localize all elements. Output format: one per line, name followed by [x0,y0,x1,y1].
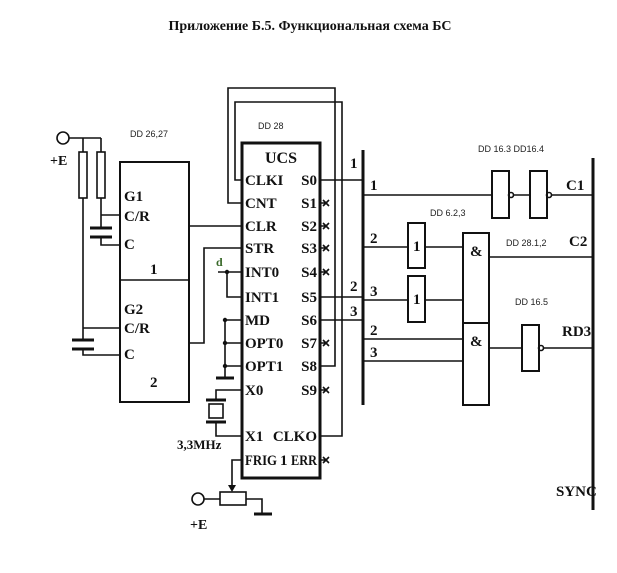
g1-num: 1 [150,262,158,278]
output-sync: SYNC [556,484,597,500]
capacitor-2 [72,338,94,351]
supply-label-2: +E [190,518,207,533]
ucs-left-pin: CLKI [245,173,284,189]
output-c2: C2 [569,234,587,250]
crystal-icon [206,398,226,424]
ucs-left-pin: X1 [245,429,263,445]
crystal-freq: 3,3MHz [177,437,222,452]
bus-label: 3 [350,304,358,320]
or-gate-1 [407,222,426,269]
frig-num: 1 [280,453,288,469]
no-connect-icon [320,199,330,207]
ucs-ref: DD 28 [258,121,284,131]
bus-label: 2 [370,231,378,247]
ucs-left-pin: INT0 [245,265,279,281]
supply-label: +E [50,154,67,169]
and-gate-1 [462,232,490,324]
resistor-2 [96,151,106,199]
ucs-right-pin: CLKO [273,429,317,445]
not-gate-3 [521,324,540,372]
not-gate-ref: DD 16.3 DD16.4 [478,144,544,154]
no-connect-icon [320,386,330,394]
resistor-1 [78,151,88,199]
bus-label: 2 [350,279,358,295]
marker-d: d [216,255,223,269]
and-symbol: & [470,244,483,260]
and-symbol: & [470,334,483,350]
ucs-box [240,141,322,480]
not-gate-2 [529,170,548,219]
and-gate-2 [462,322,490,406]
g2-num: 2 [150,375,158,391]
ucs-left-pin: OPT0 [245,336,283,352]
not-gate-3-ref: DD 16.5 [515,297,548,307]
ucs-left-pin: MD [245,313,270,329]
ucs-name: UCS [265,150,297,167]
ucs-left-pin: INT1 [245,290,279,306]
or-gate-2 [407,275,426,323]
bus-label: 1 [370,178,378,194]
ucs-right-pin: S0 [301,173,317,189]
ucs-right-pin: S4 [301,265,317,281]
output-c1: C1 [566,178,584,194]
ucs-left-pin: X0 [245,383,263,399]
ucs-right-pin: ERR [291,453,317,469]
gen-ref: DD 26,27 [130,129,168,139]
no-connect-icon [320,339,330,347]
gen-box [119,161,190,403]
potentiometer-icon [219,491,247,506]
g2-label: G2 [124,302,143,318]
ucs-left-pin: OPT1 [245,359,283,375]
or-symbol: 1 [413,292,421,308]
no-connect-icon [320,222,330,230]
ucs-right-pin: S5 [301,290,317,306]
capacitor-1 [90,226,112,239]
ucs-right-pin: S9 [301,383,317,399]
g1-c: C [124,237,135,253]
ucs-right-pin: S8 [301,359,317,375]
g2-cr: C/R [124,321,150,337]
or-gate-ref: DD 6.2,3 [430,208,466,218]
g1-cr: C/R [124,209,150,225]
bus-label: 1 [350,156,358,172]
ucs-right-pin: S7 [301,336,317,352]
bus-label: 3 [370,345,378,361]
diagram-title: Приложение Б.5. Функциональная схема БС [168,19,451,34]
no-connect-icon [320,244,330,252]
ucs-left-pin: STR [245,241,274,257]
supply-terminal [56,131,70,145]
not-gate-1 [491,170,510,219]
g1-label: G1 [124,189,143,205]
ucs-right-pin: S2 [301,219,317,235]
ucs-left-pin: CLR [245,219,277,235]
ucs-left-pin: CNT [245,196,277,212]
or-symbol: 1 [413,239,421,255]
ucs-right-pin: S6 [301,313,317,329]
bus-label: 2 [370,323,378,339]
g2-c: C [124,347,135,363]
no-connect-icon [320,268,330,276]
no-connect-icon [320,456,330,464]
ucs-right-pin: S1 [301,196,317,212]
supply-terminal-2 [191,492,205,506]
ucs-right-pin: S3 [301,241,317,257]
logic-section: 1 2 3 2 3 DD 16.3 DD16.4 C1 DD 6.2,3 1 1… [361,144,597,510]
generator-block: DD 26,27 +E G1 C/R C 1 G2 C/R C 2 [50,129,190,403]
output-rd3: RD3 [562,324,591,340]
and-gate-ref: DD 28.1,2 [506,238,547,248]
ucs-left-pin: FRIG [245,453,277,469]
bus-label: 3 [370,284,378,300]
